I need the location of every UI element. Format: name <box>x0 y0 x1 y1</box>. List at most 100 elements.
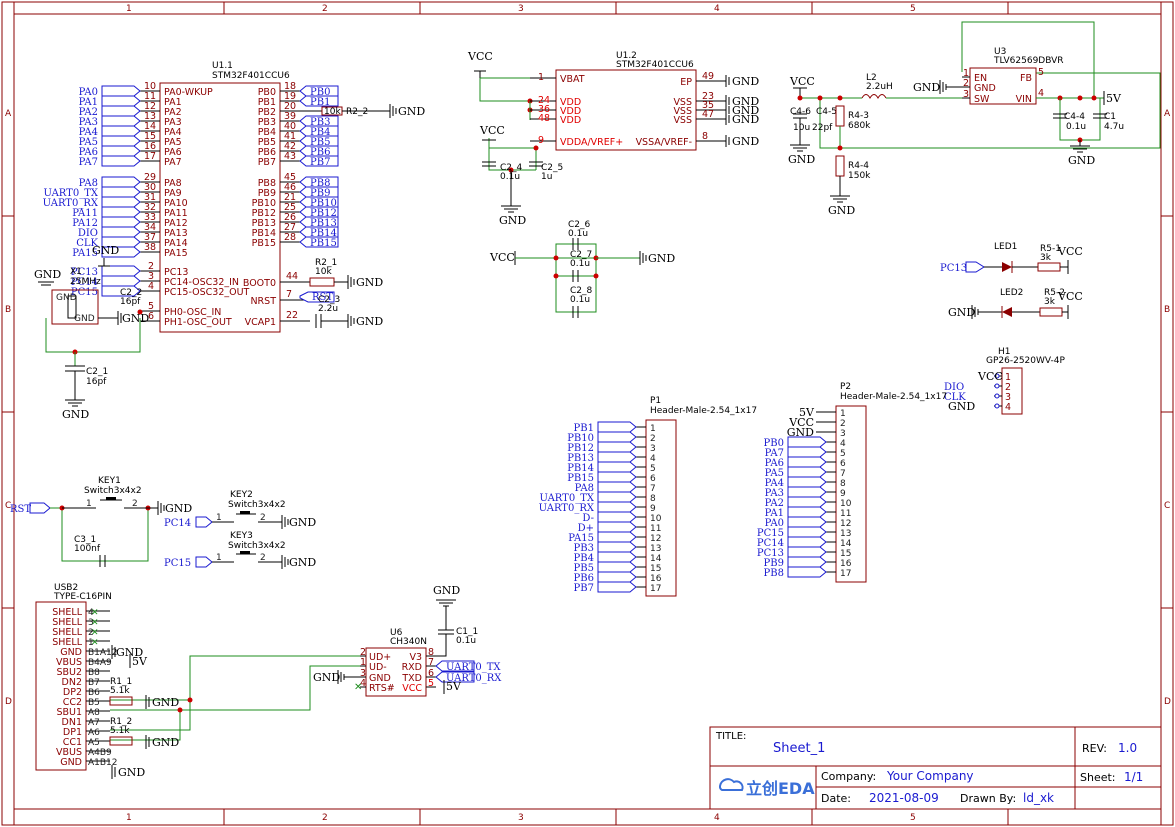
p2-net-label: PA6 <box>765 458 784 469</box>
col-label: 2 <box>322 4 328 14</box>
pin-name: RTS# <box>369 683 395 694</box>
pin-name: VDD <box>560 106 581 117</box>
pin-number: 15 <box>840 549 851 559</box>
r5-2-ref: R5-2 <box>1044 288 1065 298</box>
pin-number: 1 <box>1005 372 1011 383</box>
h1-ref: H1 <box>998 347 1011 357</box>
gnd-label: GND <box>732 104 759 117</box>
key1-ref: KEY1 <box>98 476 121 486</box>
pin-number: 12 <box>650 534 661 544</box>
key3-pc15[interactable]: KEY3 Switch3x4x2 PC15 1 2 GND <box>164 531 316 569</box>
led2-ref: LED2 <box>1000 288 1023 298</box>
pin-number: 7 <box>428 657 434 668</box>
gnd-label: GND <box>398 105 425 118</box>
pin-name: VBAT <box>560 74 585 85</box>
p2-net-label: PA4 <box>765 478 784 489</box>
pin-number: 15 <box>144 131 156 142</box>
c2-3[interactable]: C2_3 2.2u GND <box>315 295 383 328</box>
date-label: Date: <box>821 792 851 805</box>
pin-number: 25 <box>284 202 296 213</box>
p2-body <box>835 405 867 583</box>
pin-number: 5 <box>428 678 434 689</box>
net-flag <box>787 436 827 448</box>
pin-number: 2 <box>650 434 656 444</box>
pin-name: PA0-WKUP <box>164 87 213 98</box>
pin-name: DP1 <box>63 727 82 738</box>
key3-ref: KEY3 <box>230 531 253 541</box>
key1-reset[interactable]: KEY1 Switch3x4x2 RST 1 2 GND C3_1 100nf <box>10 476 192 567</box>
pin-number: 1 <box>650 424 656 434</box>
net-label: PA1 <box>79 97 98 108</box>
net-flag <box>299 186 339 198</box>
net-flag <box>597 561 637 573</box>
net-flag <box>299 125 339 137</box>
net-label: PB1 <box>310 97 330 108</box>
vcc-label: VCC <box>1057 290 1083 303</box>
net-label: PB5 <box>310 137 330 148</box>
u6-part: CH340N <box>390 637 427 647</box>
pin-number: 10 <box>144 81 156 92</box>
pin-number: A4B9 <box>88 748 112 758</box>
key3-value: Switch3x4x2 <box>228 541 286 551</box>
nrst-net[interactable]: RST <box>299 291 335 303</box>
gnd-label: GND <box>499 214 526 227</box>
company-label: Company: <box>821 770 876 783</box>
r2-1[interactable]: R2_1 10k GND <box>309 258 383 289</box>
led1[interactable]: LED1 PC13 R5-1 3k VCC <box>940 242 1083 274</box>
pin-name: SBU2 <box>56 667 82 678</box>
pin-name: BOOT0 <box>243 278 276 289</box>
key2-pc14[interactable]: KEY2 Switch3x4x2 PC14 1 2 GND <box>164 490 316 529</box>
decoupling-caps[interactable]: VCC C2_6 0.1u C2_7 0.1u C2_8 0.1u GND <box>489 220 675 318</box>
row-label: D <box>1164 697 1171 707</box>
pin-name: GND <box>369 673 391 684</box>
c2-3-value: 2.2u <box>318 304 338 314</box>
pin-number: 4 <box>650 454 656 464</box>
net-label: PA5 <box>79 137 98 148</box>
c2-4-value: 0.1u <box>500 172 520 182</box>
pin-name: PA12 <box>164 218 188 229</box>
pin-name: PC14-OSC32_IN <box>164 277 239 288</box>
pin-number: 8 <box>702 131 708 142</box>
net-flag <box>597 491 637 503</box>
pin-name: PB15 <box>252 238 276 249</box>
pin-name: EP <box>680 77 692 88</box>
net-flag <box>101 145 141 157</box>
led2[interactable]: LED2 GND R5-2 3k VCC <box>948 288 1083 319</box>
r1-2-body <box>109 736 133 746</box>
pin-number: 17 <box>144 151 156 162</box>
drawn-value: ld_xk <box>1023 791 1054 805</box>
net-flag <box>597 431 637 443</box>
pin-name: PB1 <box>258 97 276 108</box>
u1-1-mcu[interactable]: U1.1 STM32F401CCU6 PA010PA0-WKUPPA111PA1… <box>43 61 339 333</box>
r2-2[interactable]: 10k R2_2 GND <box>321 104 425 118</box>
pin-number: 7 <box>840 469 846 479</box>
gnd-label: GND <box>828 204 855 217</box>
pin-number: 23 <box>702 91 714 102</box>
pin-name: VSS <box>673 106 692 117</box>
pin-number: A7 <box>88 718 100 728</box>
u3-body <box>969 67 1037 105</box>
net-flag <box>597 531 637 543</box>
crystal-x1[interactable]: X1 25MHz GND GND GND C2_1 16pf GND C2_2 … <box>34 244 149 421</box>
pin-number: 44 <box>286 271 298 282</box>
p1-net-label: PB6 <box>574 573 594 584</box>
p2-net-label: PC14 <box>757 538 784 549</box>
pin-number: 2 <box>88 628 94 638</box>
net-flag <box>101 135 141 147</box>
c1-1-ref: C1_1 <box>456 627 478 637</box>
c4-6-value: 10u <box>793 123 810 133</box>
p1-part: Header-Male-2.54_1x17 <box>650 406 757 416</box>
gnd-label: GND <box>356 276 383 289</box>
c1-ref: C1 <box>1104 112 1116 122</box>
title-block: TITLE: Sheet_1 REV: 1.0 Company: Your Co… <box>709 726 1162 810</box>
pin-number: 22 <box>286 310 298 321</box>
5v-label: 5V <box>1106 92 1122 105</box>
